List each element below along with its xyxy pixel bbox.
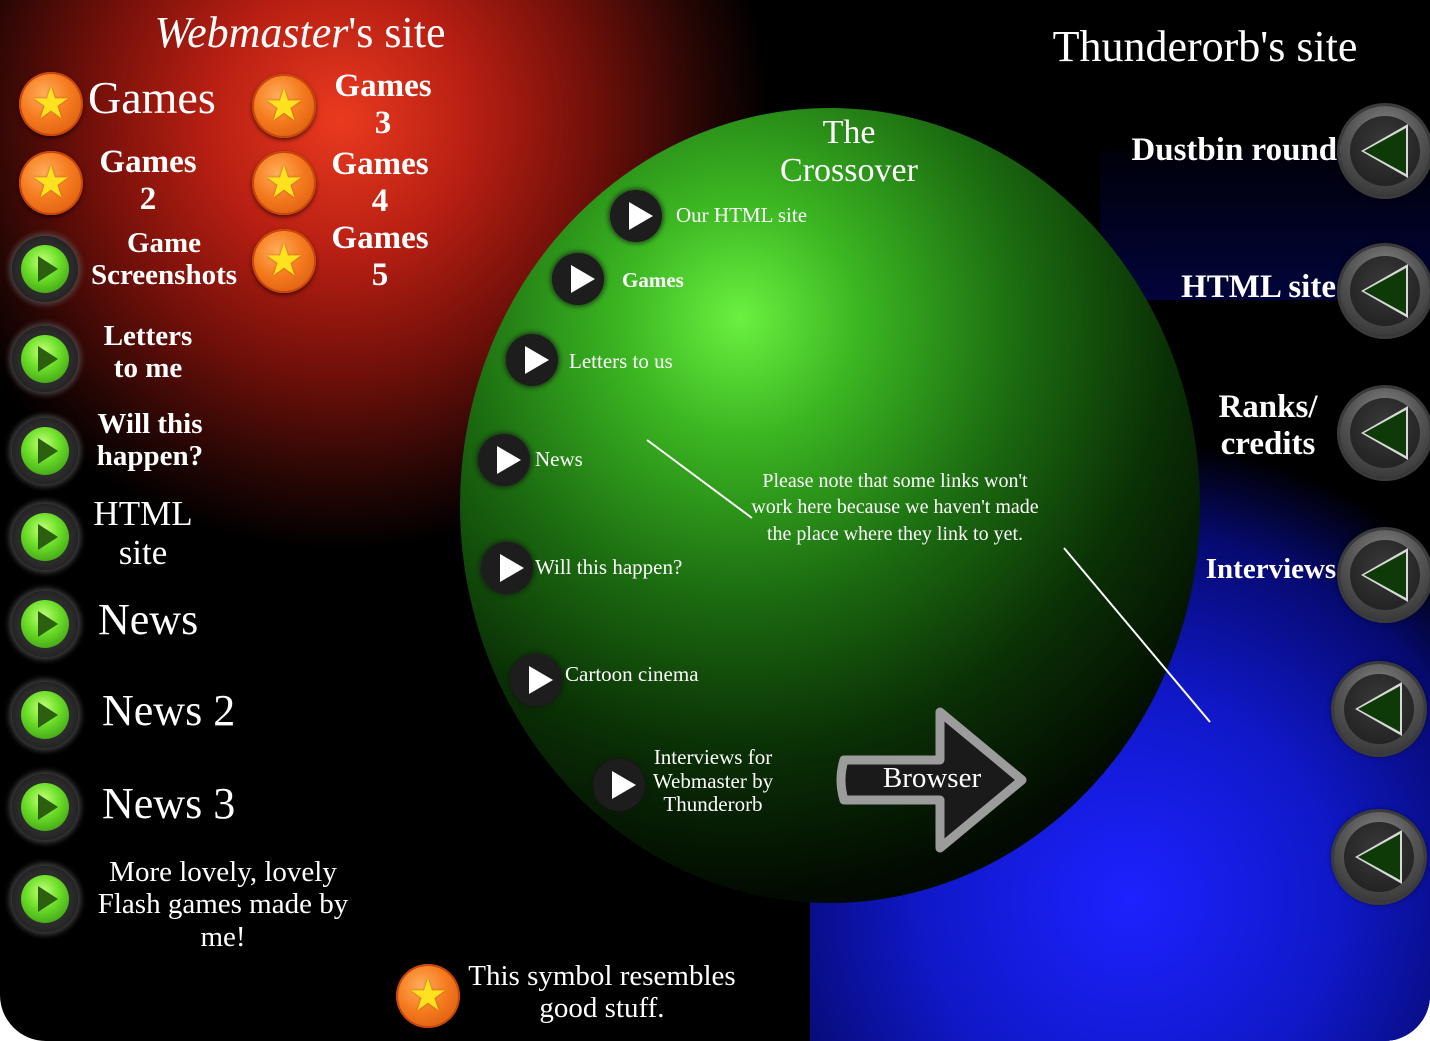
right-item-label[interactable]: Dustbin rounds <box>1131 132 1350 168</box>
play-icon[interactable] <box>12 591 78 657</box>
star-item-label[interactable]: Games 3 <box>334 68 432 141</box>
back-arrow-icon[interactable] <box>1340 246 1430 336</box>
star-item-label[interactable]: Games 2 <box>99 144 197 217</box>
crossover-link-label[interactable]: Will this happen? <box>535 555 683 579</box>
crossover-link-label[interactable]: News <box>535 447 583 471</box>
title-rest-part: 's site <box>348 8 446 57</box>
green-item-label[interactable]: HTML site <box>93 494 193 573</box>
back-arrow-icon[interactable] <box>1340 388 1430 478</box>
webmaster-site-title: Webmaster's site <box>120 8 480 57</box>
play-icon[interactable] <box>12 418 78 484</box>
star-icon: ★ <box>396 964 460 1028</box>
play-icon[interactable] <box>610 190 662 242</box>
play-icon[interactable] <box>593 759 645 811</box>
crossover-link-label[interactable]: Interviews for Webmaster by Thunderorb <box>652 745 774 817</box>
play-icon[interactable] <box>12 774 78 840</box>
play-icon[interactable] <box>481 542 533 594</box>
star-item-label[interactable]: Games <box>88 72 216 123</box>
play-icon[interactable] <box>12 866 78 932</box>
play-icon[interactable] <box>506 334 558 386</box>
play-icon[interactable] <box>12 236 78 302</box>
star-icon[interactable]: ★ <box>19 72 83 136</box>
browser-label[interactable]: Browser <box>882 762 982 794</box>
star-icon[interactable]: ★ <box>252 229 316 293</box>
star-icon[interactable]: ★ <box>252 74 316 138</box>
green-item-label[interactable]: News 2 <box>102 686 236 735</box>
back-arrow-icon[interactable] <box>1334 664 1424 754</box>
play-icon[interactable] <box>12 682 78 748</box>
back-arrow-icon[interactable] <box>1340 530 1430 620</box>
thunderorb-site-title: Thunderorb's site <box>1052 22 1358 71</box>
crossover-link-label[interactable]: Games <box>622 268 684 292</box>
right-item-label[interactable]: Interviews <box>1205 553 1337 585</box>
play-icon[interactable] <box>552 253 604 305</box>
crossover-link-label[interactable]: Letters to us <box>569 349 673 373</box>
legend-text: This symbol resembles good stuff. <box>468 960 736 1025</box>
right-item-label[interactable]: HTML site <box>1181 269 1336 305</box>
arrow-right-icon[interactable] <box>832 700 1032 860</box>
crossover-title: The Crossover <box>780 114 918 190</box>
green-item-label[interactable]: Letters to me <box>103 320 193 385</box>
green-item-label[interactable]: News <box>98 595 199 644</box>
crossover-note: Please note that some links won't work h… <box>751 470 1039 545</box>
right-item-label[interactable]: Ranks/ credits <box>1218 389 1318 462</box>
crossover-sphere <box>460 108 1200 903</box>
play-icon[interactable] <box>12 326 78 392</box>
star-item-label[interactable]: Games 4 <box>331 146 429 219</box>
play-icon[interactable] <box>12 504 78 570</box>
star-icon[interactable]: ★ <box>19 151 83 215</box>
green-item-label[interactable]: More lovely, lovely Flash games made by … <box>97 856 349 953</box>
crossover-link-label[interactable]: Our HTML site <box>676 203 808 227</box>
back-arrow-icon[interactable] <box>1334 812 1424 902</box>
star-icon[interactable]: ★ <box>252 151 316 215</box>
title-italic-part: Webmaster <box>154 8 349 57</box>
star-item-label[interactable]: Games 5 <box>331 220 429 293</box>
back-arrow-icon[interactable] <box>1340 106 1430 196</box>
play-icon[interactable] <box>510 654 562 706</box>
green-item-label[interactable]: Will this happen? <box>96 408 204 473</box>
play-icon[interactable] <box>478 434 530 486</box>
green-item-label[interactable]: News 3 <box>102 779 236 828</box>
green-item-label[interactable]: Game Screenshots <box>90 227 238 292</box>
crossover-link-label[interactable]: Cartoon cinema <box>565 662 699 686</box>
